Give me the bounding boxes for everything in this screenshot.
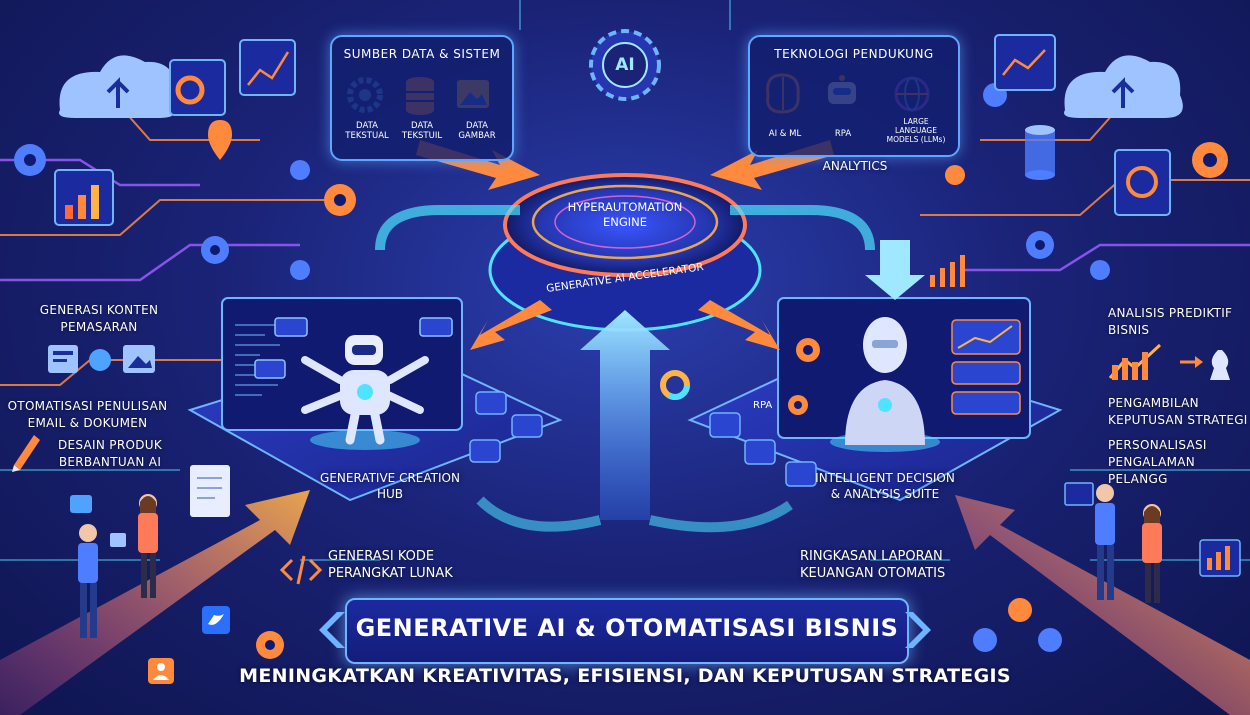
hub-small-icons [469, 391, 817, 487]
tech-llm: LARGE LANGUAGE MODELS (LLMs) [878, 113, 954, 144]
right-screen-widgets [951, 319, 1021, 415]
left-label-product: DESAIN PRODUK BERBANTUAN AI [57, 438, 162, 469]
arrow-curve-left [375, 205, 520, 251]
tech-title: TEKNOLOGI PENDUKUNG [774, 47, 934, 61]
financial-report-label: RINGKASAN LAPORAN KEUANGAN OTOMATIS [800, 549, 946, 581]
arrow-engine-to-right-hub [698, 300, 780, 350]
cloud-icon-right [1064, 55, 1183, 118]
android-figure [830, 317, 940, 452]
data-sources-panel: SUMBER DATA & SISTEM DATA TEKSTUAL DATA … [330, 35, 514, 161]
source-image-data: DATA GAMBAR [447, 117, 507, 141]
right-screen-gears [788, 338, 820, 415]
left-label-email: OTOMATISASI PENULISAN EMAIL & DOKUMEN [7, 399, 168, 430]
location-pin-icon [208, 120, 232, 160]
arrow-up-center [580, 310, 670, 520]
source-label-1: DATA TEKSTUAL [345, 121, 389, 141]
people-left [70, 465, 230, 638]
ai-gear-badge [589, 29, 661, 101]
data-sources-title: SUMBER DATA & SISTEM [343, 47, 501, 61]
arrow-bottom-curve [476, 496, 793, 533]
analytics-label: ANALYTICS [822, 159, 888, 173]
engine-title: HYPERAUTOMATION ENGINE [567, 200, 683, 229]
left-label-marketing: GENERASI KONTEN PEMASARAN [39, 303, 159, 334]
tech-label-2: RPA [834, 129, 852, 139]
robot-figure [301, 335, 429, 450]
arrow-lower-left [0, 490, 310, 715]
right-label-personalization: PERSONALISASI PENGALAMAN PELANGG [1108, 438, 1207, 486]
right-label-predictive: ANALISIS PREDIKTIF BISNIS [1108, 306, 1233, 337]
right-side-icons [1108, 343, 1230, 380]
code-generation-label: GENERASI KODE PERANGKAT LUNAK [328, 549, 453, 581]
arrow-curve-right [730, 205, 875, 251]
twitter-icon [202, 606, 230, 634]
title-banner: GENERATIVE AI & OTOMATISASI BISNIS [345, 598, 909, 664]
source-label-2: DATA TEKSTUIL [401, 121, 443, 141]
people-right [1064, 482, 1241, 603]
cylinder-icon [1025, 125, 1055, 180]
chart-window-left [54, 169, 114, 226]
rpa-tag: RPA [753, 400, 773, 411]
tech-label-3: LARGE LANGUAGE MODELS (LLMs) [886, 117, 946, 144]
user-icon [148, 658, 174, 684]
decision-suite-label: INTELLIGENT DECISION & ANALYSIS SUITE [815, 471, 955, 501]
source-text-data: DATA TEKSTUAL [337, 117, 397, 141]
banner-title: GENERATIVE AI & OTOMATISASI BISNIS [355, 614, 899, 642]
bar-chart-icon-right [930, 255, 965, 287]
code-icon [279, 555, 323, 585]
source-text-data-2: DATA TEKSTUIL [392, 117, 452, 141]
donut-icon [660, 370, 690, 400]
banner-chevrons [319, 612, 931, 648]
generative-hub-label: GENERATIVE CREATION HUB [320, 471, 460, 501]
chat-bubbles [254, 317, 453, 379]
left-side-icons [12, 345, 155, 472]
chart-window-top-left [169, 39, 296, 116]
tech-panel: TEKNOLOGI PENDUKUNG AI & ML RPA LARGE LA… [748, 35, 960, 157]
arrow-down-right [865, 240, 925, 300]
source-label-3: DATA GAMBAR [458, 121, 496, 141]
tech-label-1: AI & ML [768, 129, 802, 139]
arrow-engine-to-left-hub [470, 300, 552, 350]
right-label-strategy: PENGAMBILAN KEPUTUSAN STRATEGI [1108, 396, 1248, 427]
arrow-lower-right [955, 495, 1250, 715]
tech-ai-ml: AI & ML [755, 125, 815, 139]
chart-window-right [994, 34, 1171, 216]
circuit-lines-cyan [0, 0, 1250, 561]
tech-rpa: RPA [813, 125, 873, 139]
ai-badge-text: AI [615, 55, 635, 75]
cloud-icon-left [59, 55, 178, 118]
subtitle: MENINGKATKAN KREATIVITAS, EFISIENSI, DAN… [239, 665, 1011, 687]
